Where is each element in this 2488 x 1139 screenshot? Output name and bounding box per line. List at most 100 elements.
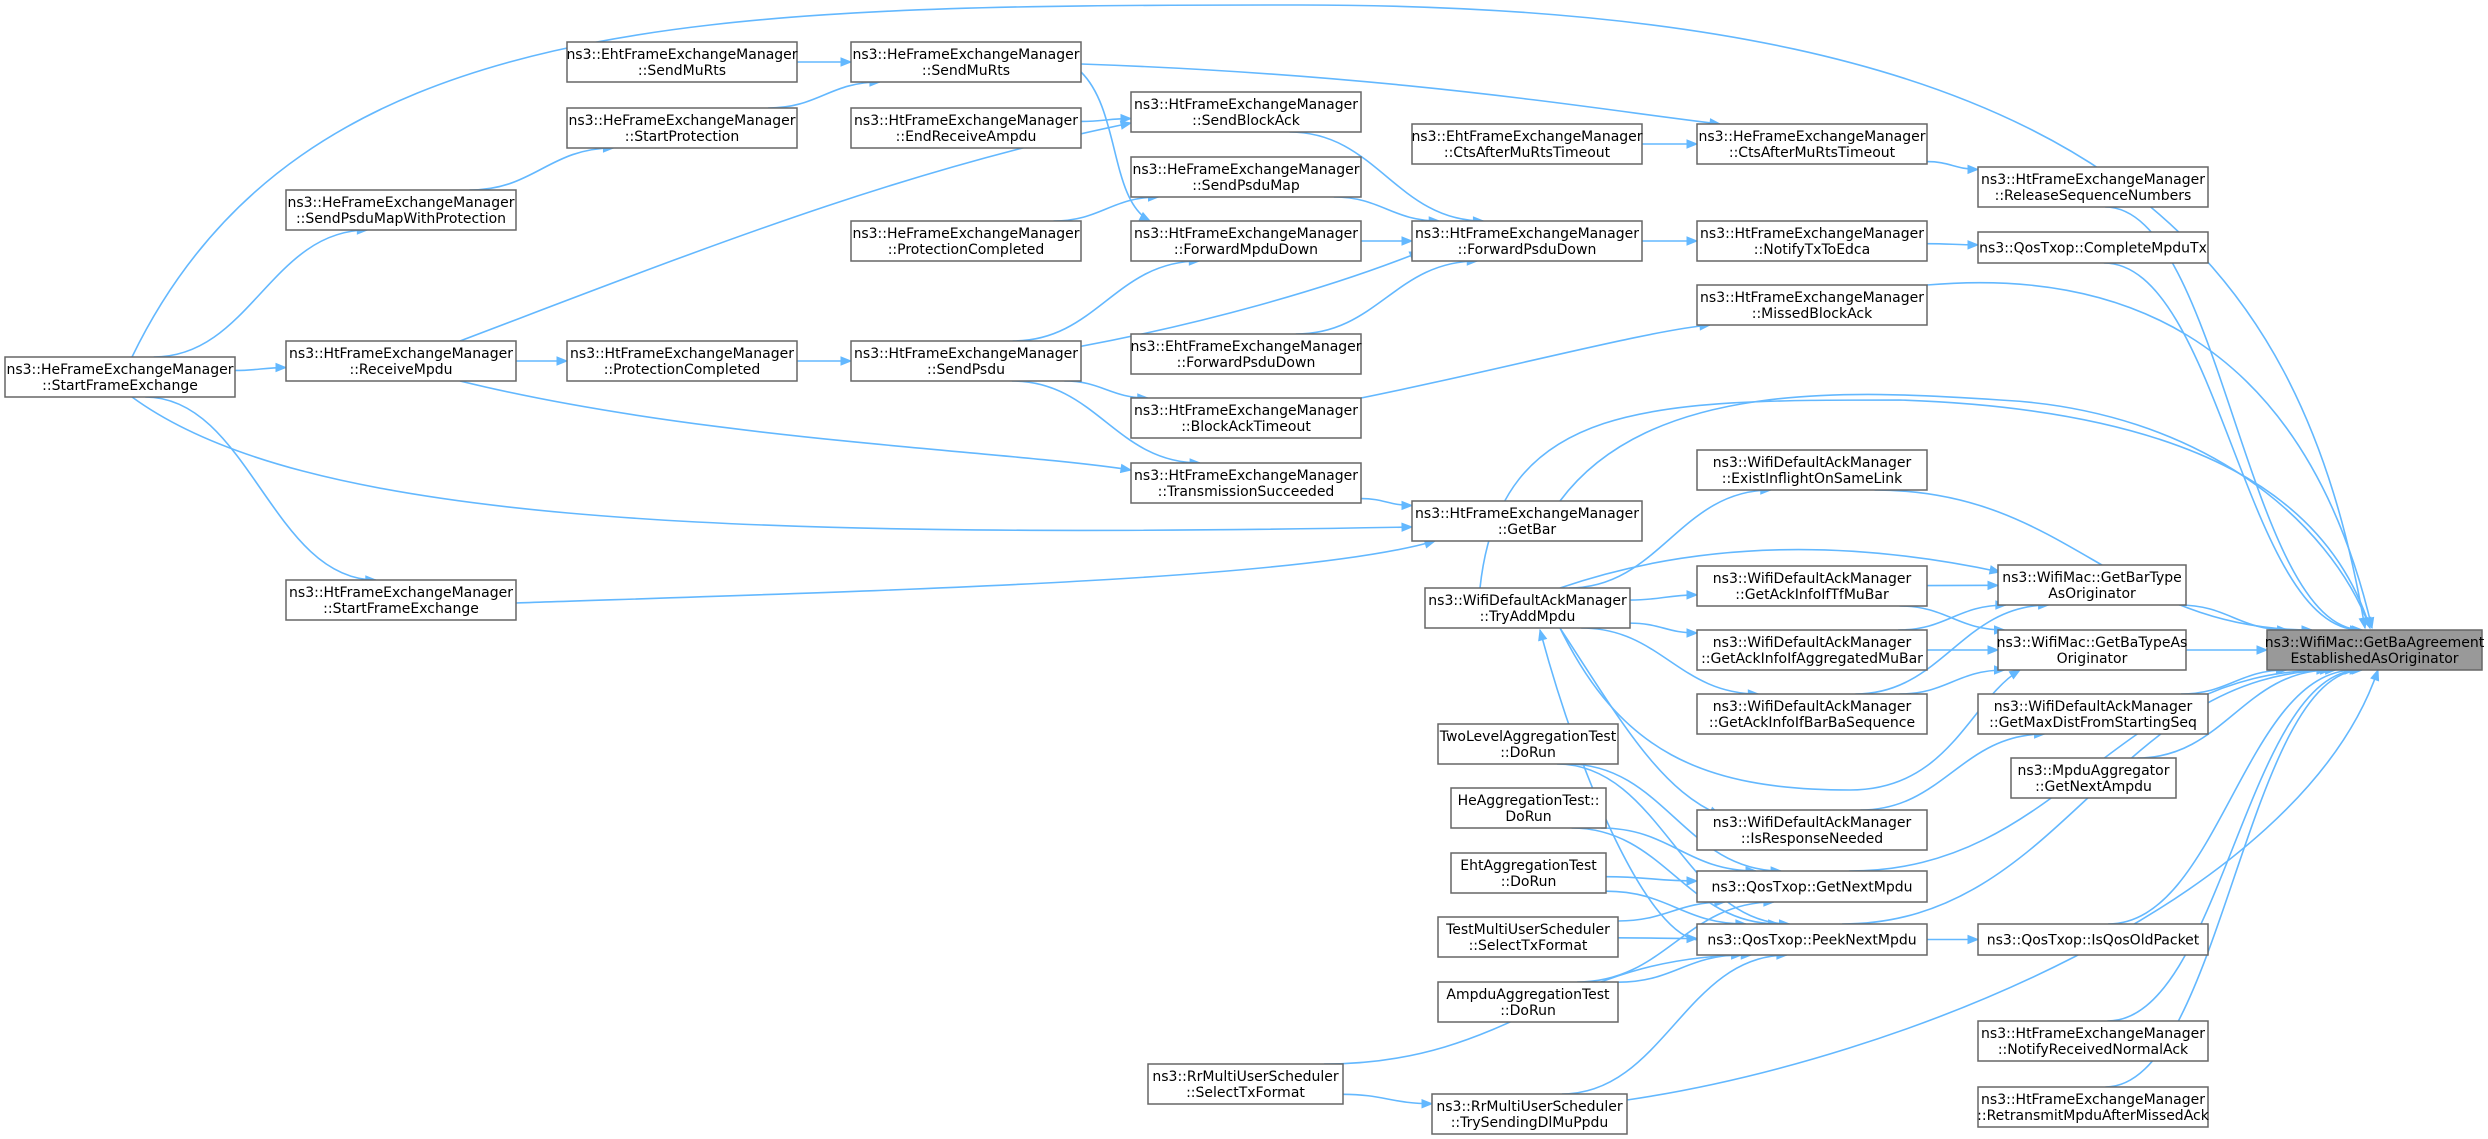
node-label-line: ns3::HeFrameExchangeManager xyxy=(6,362,233,378)
node-label-line: ns3::QosTxop::IsQosOldPacket xyxy=(1987,933,2200,949)
node-htSendBlockAck[interactable]: ns3::HtFrameExchangeManager::SendBlockAc… xyxy=(1130,91,1362,133)
node-box xyxy=(1130,333,1362,375)
node-root[interactable]: ns3::WifiMac::GetBaAgreementEstablishedA… xyxy=(2265,629,2485,671)
node-box xyxy=(1696,923,1928,956)
node-qosPeekNext[interactable]: ns3::QosTxop::PeekNextMpdu xyxy=(1696,923,1928,956)
node-label-line: ns3::HtFrameExchangeManager xyxy=(1700,290,1924,306)
node-box xyxy=(1450,852,1607,894)
node-wifiIsResponse[interactable]: ns3::WifiDefaultAckManager::IsResponseNe… xyxy=(1696,809,1928,851)
node-label-line: ::SendPsduMapWithProtection xyxy=(296,211,506,227)
edge-line xyxy=(1333,196,1440,222)
edge-line xyxy=(469,147,614,191)
node-htNotifyRecv[interactable]: ns3::HtFrameExchangeManager::NotifyRecei… xyxy=(1977,1020,2209,1062)
node-wifiAckBarBa[interactable]: ns3::WifiDefaultAckManager::GetAckInfoIf… xyxy=(1696,693,1928,735)
node-htForwardPsdu[interactable]: ns3::HtFrameExchangeManager::ForwardPsdu… xyxy=(1411,220,1643,262)
node-testMultiUser[interactable]: TestMultiUserScheduler::SelectTxFormat xyxy=(1437,916,1619,958)
node-ehtMuRts[interactable]: ns3::EhtFrameExchangeManager::SendMuRts xyxy=(566,41,798,83)
node-ehtForwardPsdu[interactable]: ns3::EhtFrameExchangeManager::ForwardPsd… xyxy=(1130,333,1362,375)
edge-arrowhead xyxy=(840,57,853,67)
node-htForwardMpdu[interactable]: ns3::HtFrameExchangeManager::ForwardMpdu… xyxy=(1130,220,1362,262)
node-heCtsTimeout[interactable]: ns3::HeFrameExchangeManager::CtsAfterMuR… xyxy=(1696,123,1928,165)
node-htSendPsdu[interactable]: ns3::HtFrameExchangeManager::SendPsdu xyxy=(850,340,1082,382)
node-htStartFx[interactable]: ns3::HtFrameExchangeManager::StartFrameE… xyxy=(285,579,517,621)
node-htRetransmit[interactable]: ns3::HtFrameExchangeManager::RetransmitM… xyxy=(1977,1086,2210,1128)
node-label-line: ns3::WifiMac::GetBaAgreement xyxy=(2265,635,2485,651)
node-box xyxy=(1696,284,1928,326)
node-label-line: TestMultiUserScheduler xyxy=(1445,922,1610,938)
edge-line xyxy=(1605,890,1746,925)
node-rrSelectTx[interactable]: ns3::RrMultiUserScheduler::SelectTxForma… xyxy=(1147,1063,1344,1105)
node-wifiAckAggMuBar[interactable]: ns3::WifiDefaultAckManager::GetAckInfoIf… xyxy=(1696,629,1928,671)
node-heStartProt[interactable]: ns3::HeFrameExchangeManager::StartProtec… xyxy=(566,107,798,149)
node-label-line: ::GetMaxDistFromStartingSeq xyxy=(1989,715,2197,731)
node-box xyxy=(285,579,517,621)
node-heMuRts[interactable]: ns3::HeFrameExchangeManager::SendMuRts xyxy=(850,41,1082,83)
edge-htNotifyTx-to-qosCompleteMpdu xyxy=(1926,240,1980,250)
node-label-line: ::SelectTxFormat xyxy=(1186,1085,1305,1101)
node-htEndRecv[interactable]: ns3::HtFrameExchangeManager::EndReceiveA… xyxy=(850,107,1082,149)
node-mpduAggNext[interactable]: ns3::MpduAggregator::GetNextAmpdu xyxy=(2010,757,2177,799)
node-htReceiveMpdu[interactable]: ns3::HtFrameExchangeManager::ReceiveMpdu xyxy=(285,340,517,382)
node-box xyxy=(1130,462,1362,504)
node-ampduTest[interactable]: AmpduAggregationTest::DoRun xyxy=(1437,981,1619,1023)
edge-heStart-to-htGetBar xyxy=(131,396,1414,532)
edge-line xyxy=(1626,669,2379,1101)
edge-wifiTryAdd-to-wifiIsResponse xyxy=(1559,627,1722,816)
node-label-line: ::BlockAckTimeout xyxy=(1181,419,1311,435)
node-box xyxy=(285,189,517,231)
node-heStart[interactable]: ns3::HeFrameExchangeManager::StartFrameE… xyxy=(4,356,236,398)
node-label-line: ns3::HtFrameExchangeManager xyxy=(1415,506,1639,522)
node-box xyxy=(1696,449,1928,491)
node-wifiExistInflight[interactable]: ns3::WifiDefaultAckManager::ExistInfligh… xyxy=(1696,449,1928,491)
node-wifiTryAdd[interactable]: ns3::WifiDefaultAckManager::TryAddMpdu xyxy=(1424,587,1631,629)
node-qosGetNext[interactable]: ns3::QosTxop::GetNextMpdu xyxy=(1696,870,1928,903)
node-box xyxy=(1130,220,1362,262)
edge-arrowhead xyxy=(1967,240,1980,250)
edge-arrowhead xyxy=(1401,500,1414,511)
node-twoLevelTest[interactable]: TwoLevelAggregationTest::DoRun xyxy=(1437,723,1619,765)
node-box xyxy=(1696,629,1928,671)
node-heAggTest[interactable]: HeAggregationTest::DoRun xyxy=(1450,787,1607,829)
node-qosCompleteMpdu[interactable]: ns3::QosTxop::CompleteMpduTx xyxy=(1977,231,2209,264)
edge-line xyxy=(1860,733,2045,811)
node-heSendPsduMap[interactable]: ns3::HeFrameExchangeManager::SendPsduMap xyxy=(1130,156,1362,198)
node-label-line: ::GetAckInfoIfBarBaSequence xyxy=(1709,715,1915,731)
node-htReleaseSeq[interactable]: ns3::HtFrameExchangeManager::ReleaseSequ… xyxy=(1977,166,2209,208)
node-htProtCompleted[interactable]: ns3::HtFrameExchangeManager::ProtectionC… xyxy=(566,340,798,382)
node-box xyxy=(1977,923,2209,956)
edge-arrowhead xyxy=(1119,120,1133,130)
node-label-line: ::StartFrameExchange xyxy=(323,601,479,617)
node-label-line: ::GetAckInfoIfAggregatedMuBar xyxy=(1701,651,1923,667)
node-box xyxy=(1696,123,1928,165)
node-heSendPsduMapProt[interactable]: ns3::HeFrameExchangeManager::SendPsduMap… xyxy=(285,189,517,231)
node-rrTrySending[interactable]: ns3::RrMultiUserScheduler::TrySendingDlM… xyxy=(1431,1093,1628,1135)
node-box xyxy=(2010,757,2177,799)
node-htNotifyTx[interactable]: ns3::HtFrameExchangeManager::NotifyTxToE… xyxy=(1696,220,1928,262)
node-label-line: ns3::QosTxop::GetNextMpdu xyxy=(1712,880,1913,896)
node-label-line: ::GetNextAmpdu xyxy=(2035,779,2152,795)
node-wifiMaxDist[interactable]: ns3::WifiDefaultAckManager::GetMaxDistFr… xyxy=(1977,693,2209,735)
node-label-line: ::TryAddMpdu xyxy=(1480,609,1576,625)
edge-wifiExistInflight-to-root xyxy=(1874,489,2314,635)
node-label-line: ns3::HtFrameExchangeManager xyxy=(1134,403,1358,419)
node-label-line: ns3::HeFrameExchangeManager xyxy=(1698,129,1925,145)
node-heProtCompleted[interactable]: ns3::HeFrameExchangeManager::ProtectionC… xyxy=(850,220,1082,262)
edge-htGetBar-to-root xyxy=(1559,393,2371,630)
edge-arrowhead xyxy=(2370,668,2380,682)
node-label-line: ::DoRun xyxy=(1500,1003,1556,1019)
node-htBlockAckTimeout[interactable]: ns3::HtFrameExchangeManager::BlockAckTim… xyxy=(1130,397,1362,439)
edge-line xyxy=(153,229,368,358)
node-htTxSucceeded[interactable]: ns3::HtFrameExchangeManager::Transmissio… xyxy=(1130,462,1362,504)
edge-heCtsTimeout-to-htReleaseSeq xyxy=(1926,160,1980,175)
node-qosIsOld[interactable]: ns3::QosTxop::IsQosOldPacket xyxy=(1977,923,2209,956)
node-label-line: ns3::EhtFrameExchangeManager xyxy=(1411,129,1642,145)
node-wifiAckTfMuBar[interactable]: ns3::WifiDefaultAckManager::GetAckInfoIf… xyxy=(1696,565,1928,607)
node-label-line: ns3::WifiDefaultAckManager xyxy=(1713,699,1912,715)
node-htMissedBA[interactable]: ns3::HtFrameExchangeManager::MissedBlock… xyxy=(1696,284,1928,326)
node-ehtAggTest[interactable]: EhtAggregationTest::DoRun xyxy=(1450,852,1607,894)
node-htGetBar[interactable]: ns3::HtFrameExchangeManager::GetBar xyxy=(1411,500,1643,542)
node-ehtCtsTimeout[interactable]: ns3::EhtFrameExchangeManager::CtsAfterMu… xyxy=(1411,123,1643,165)
